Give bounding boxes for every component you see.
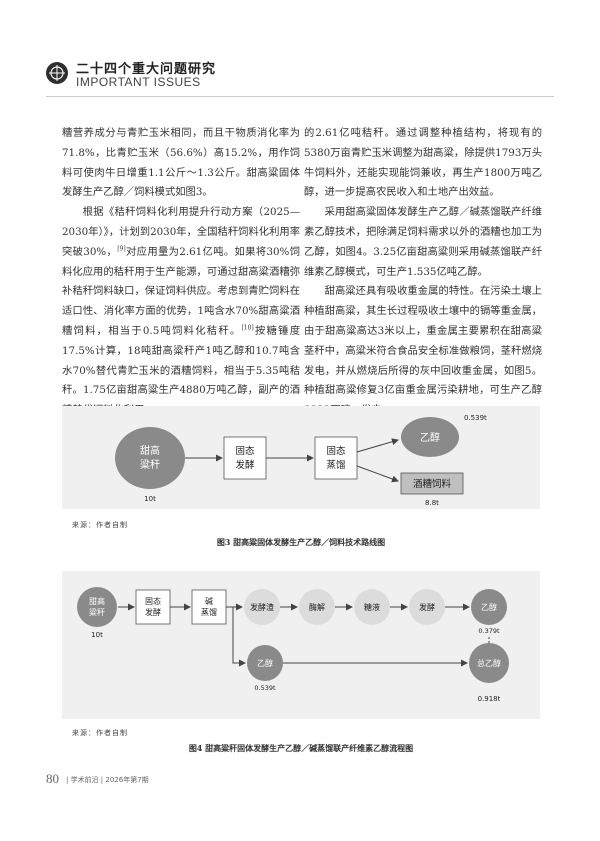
fig4-residue-label: 发酵渣 [250, 602, 274, 612]
fig4-total-label: 总乙醇 [477, 658, 501, 668]
fig4-sugar-label: 糖液 [364, 602, 380, 612]
figure-3-source: 来源：作者自制 [72, 521, 128, 529]
left-paragraph-2-part-a: 根据《秸秆饲料化利用提升行动方案（2025—2030年）》，计划到2030年，全… [62, 206, 300, 258]
reference-10: [10] [241, 324, 254, 332]
fig4-sugar-node [354, 589, 390, 625]
fig4-branch-line [226, 606, 246, 667]
figure-4-svg: 甜高 粱秆 10t 固态 发酵 碱 蒸馏 发酵渣 酶解 糖液 发酵 乙醇 0.3… [77, 587, 509, 703]
fig3-stalk-node [115, 427, 185, 489]
fig4-ferment-node [135, 589, 171, 625]
fig4-ethanol2-node [247, 645, 283, 681]
left-paragraph-2-part-c: 按糖锤度17.5%计算，18吨甜高粱秆产1吨乙醇和10.7吨含水70%替代青贮玉… [62, 324, 301, 416]
figure-3-diagram: 甜高 粱秆 10t 固态 发酵 固态 蒸馏 乙醇 0.539t 酒糟饲料 8.8… [62, 406, 540, 509]
fig3-feed-label: 酒糟饲料 [413, 478, 452, 490]
figure-4-caption: 图4 甜高粱秆固体发酵生产乙醇／碱蒸馏联产纤维素乙醇流程图 [188, 743, 414, 753]
fig3-arrow-feed [356, 465, 399, 483]
fig4-ethanol1-label: 乙醇 [481, 602, 497, 612]
fig3-ferment-node [223, 436, 267, 480]
right-paragraph-3: 甜高粱还具有吸收重金属的特性。在污染土壤上种植甜高粱，其生长过程吸收土壤中的镉等… [304, 285, 542, 416]
right-column: 的2.61亿吨秸秆。通过调整种植结构，将现有的5380万亩青贮玉米调整为甜高粱，… [304, 124, 542, 421]
right-paragraph-2: 采用甜高粱固体发酵生产乙醇／碱蒸馏联产纤维素乙醇技术，把除满足饲料需求以外的酒糟… [304, 206, 542, 278]
figure-3-svg: 甜高 粱秆 10t 固态 发酵 固态 蒸馏 乙醇 0.539t 酒糟饲料 8.8… [115, 414, 487, 507]
fig4-alkali-label-1: 碱 [205, 597, 213, 606]
fig4-ethanol1-amount: 0.379t [478, 627, 500, 635]
page-number: 80 [46, 771, 59, 786]
journal-logo [46, 62, 68, 84]
left-column: 糟营养成分与青贮玉米相同，而且干物质消化率为71.8%，比青贮玉米（56.6%）… [62, 124, 300, 421]
fig4-total-node [469, 643, 509, 683]
fig4-ethanol1-node [471, 589, 507, 625]
figure-4-source: 来源：作者自制 [72, 729, 128, 737]
reference-9: [9] [117, 245, 126, 253]
fig4-stalk-label-2: 粱秆 [89, 607, 105, 617]
fig3-stalk-label-2: 粱秆 [140, 458, 160, 471]
fig4-stalk-amount: 10t [91, 631, 103, 639]
fig3-ferment-label-1: 固态 [235, 445, 255, 457]
fig3-distill-label-1: 固态 [326, 445, 346, 457]
fig4-ferment2-label: 发酵 [419, 602, 435, 612]
fig4-ferment-label-1: 固态 [145, 596, 161, 606]
right-paragraph-1: 的2.61亿吨秸秆。通过调整种植结构，将现有的5380万亩青贮玉米调整为甜高粱，… [304, 127, 542, 199]
fig3-ethanol-amount: 0.539t [464, 414, 487, 422]
section-title-en: IMPORTANT ISSUES [76, 75, 201, 89]
fig4-alkali-node [191, 589, 227, 625]
figure-3-caption: 图3 甜高粱固体发酵生产乙醇／饲料技术路线图 [216, 537, 386, 547]
fig3-stalk-label-1: 甜高 [140, 444, 160, 457]
fig3-ethanol-node [401, 417, 459, 457]
fig4-ferment-label-2: 发酵 [145, 607, 161, 617]
fig3-stalk-amount: 10t [144, 495, 156, 503]
fig4-alkali-label-2: 蒸馏 [201, 607, 217, 617]
fig3-ferment-label-2: 发酵 [235, 459, 255, 471]
fig4-total-amount: 0.918t [478, 695, 501, 703]
fig3-feed-amount: 8.8t [425, 499, 439, 507]
fig4-residue-node [244, 589, 280, 625]
fig4-enzyme-label: 酶解 [309, 602, 325, 612]
header-divider [46, 96, 554, 97]
fig4-stalk-node [77, 587, 117, 627]
journal-footer: | 学术前沿 | 2026年第7期 [66, 776, 149, 784]
left-paragraph-2: 根据《秸秆饲料化利用提升行动方案（2025—2030年）》，计划到2030年，全… [62, 203, 300, 421]
section-title-cn: 二十四个重大问题研究 [76, 62, 217, 77]
figure-4-diagram: 甜高 粱秆 10t 固态 发酵 碱 蒸馏 发酵渣 酶解 糖液 发酵 乙醇 0.3… [62, 571, 540, 719]
fig4-ethanol2-label: 乙醇 [257, 658, 273, 668]
left-paragraph-2-part-b: 对应用量为2.61亿吨。如果将30%饲料化应用的秸秆用于生产能源，可通过甜高粱酒… [62, 245, 300, 337]
fig3-distill-label-2: 蒸馏 [326, 459, 345, 471]
fig3-arrow-ethanol [356, 438, 399, 453]
fig4-ethanol2-amount: 0.539t [254, 684, 276, 692]
fig3-ethanol-label: 乙醇 [420, 431, 440, 444]
fig4-ferment2-node [409, 589, 445, 625]
fig3-feed-node [400, 472, 464, 495]
fig4-stalk-label-1: 甜高 [89, 596, 105, 606]
left-paragraph-1: 糟营养成分与青贮玉米相同，而且干物质消化率为71.8%，比青贮玉米（56.6%）… [62, 127, 300, 199]
fig3-distill-node [314, 436, 358, 480]
fig4-enzyme-node [299, 589, 335, 625]
